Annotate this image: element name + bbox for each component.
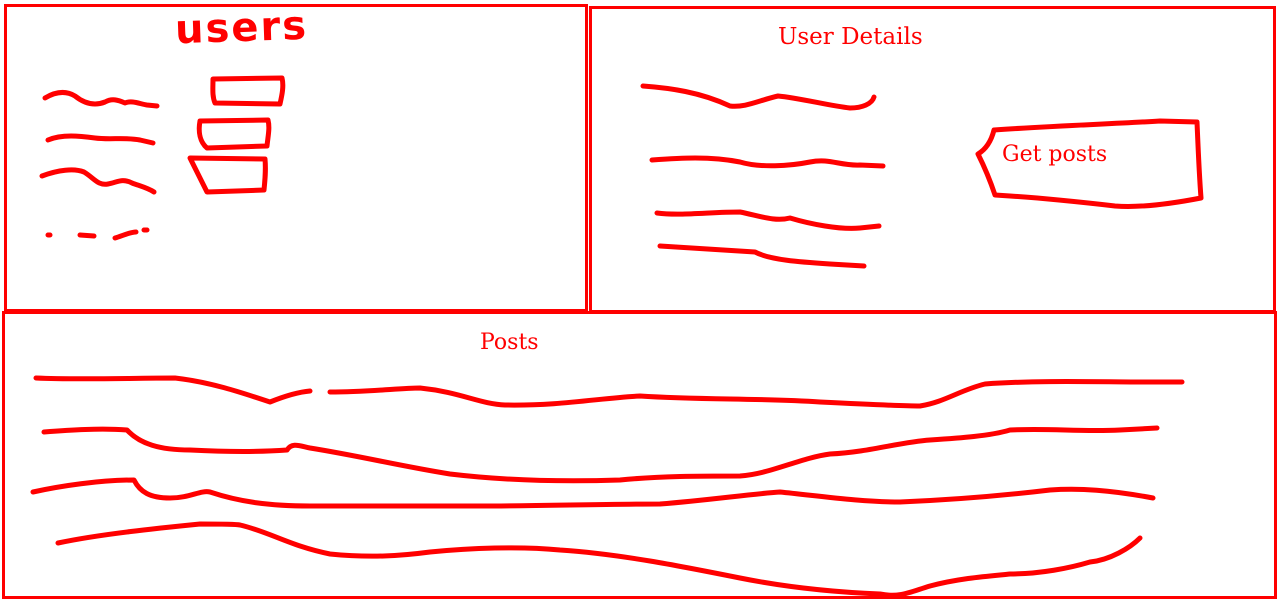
user-list-item[interactable]: [39, 167, 157, 195]
user-list-item[interactable]: [45, 133, 156, 146]
post-line: [41, 425, 1160, 484]
user-list-item[interactable]: [42, 89, 160, 109]
user-details-title: User Details: [778, 24, 923, 50]
user-list-more-indicator: [45, 227, 150, 241]
post-line: [30, 477, 1156, 509]
users-panel: [4, 4, 588, 312]
user-detail-field: [640, 83, 877, 111]
post-line: [55, 521, 1143, 598]
posts-panel-title: Posts: [480, 330, 539, 355]
posts-panel: [2, 311, 1277, 599]
users-panel-title: users: [174, 2, 309, 54]
user-detail-field: [654, 209, 882, 231]
user-detail-field: [657, 243, 867, 269]
get-posts-button-outline[interactable]: [975, 118, 1204, 210]
user-select-button[interactable]: [196, 117, 272, 151]
user-detail-field: [649, 155, 886, 169]
user-select-button[interactable]: [187, 155, 268, 195]
post-line: [33, 375, 1185, 409]
user-select-button[interactable]: [210, 75, 286, 107]
